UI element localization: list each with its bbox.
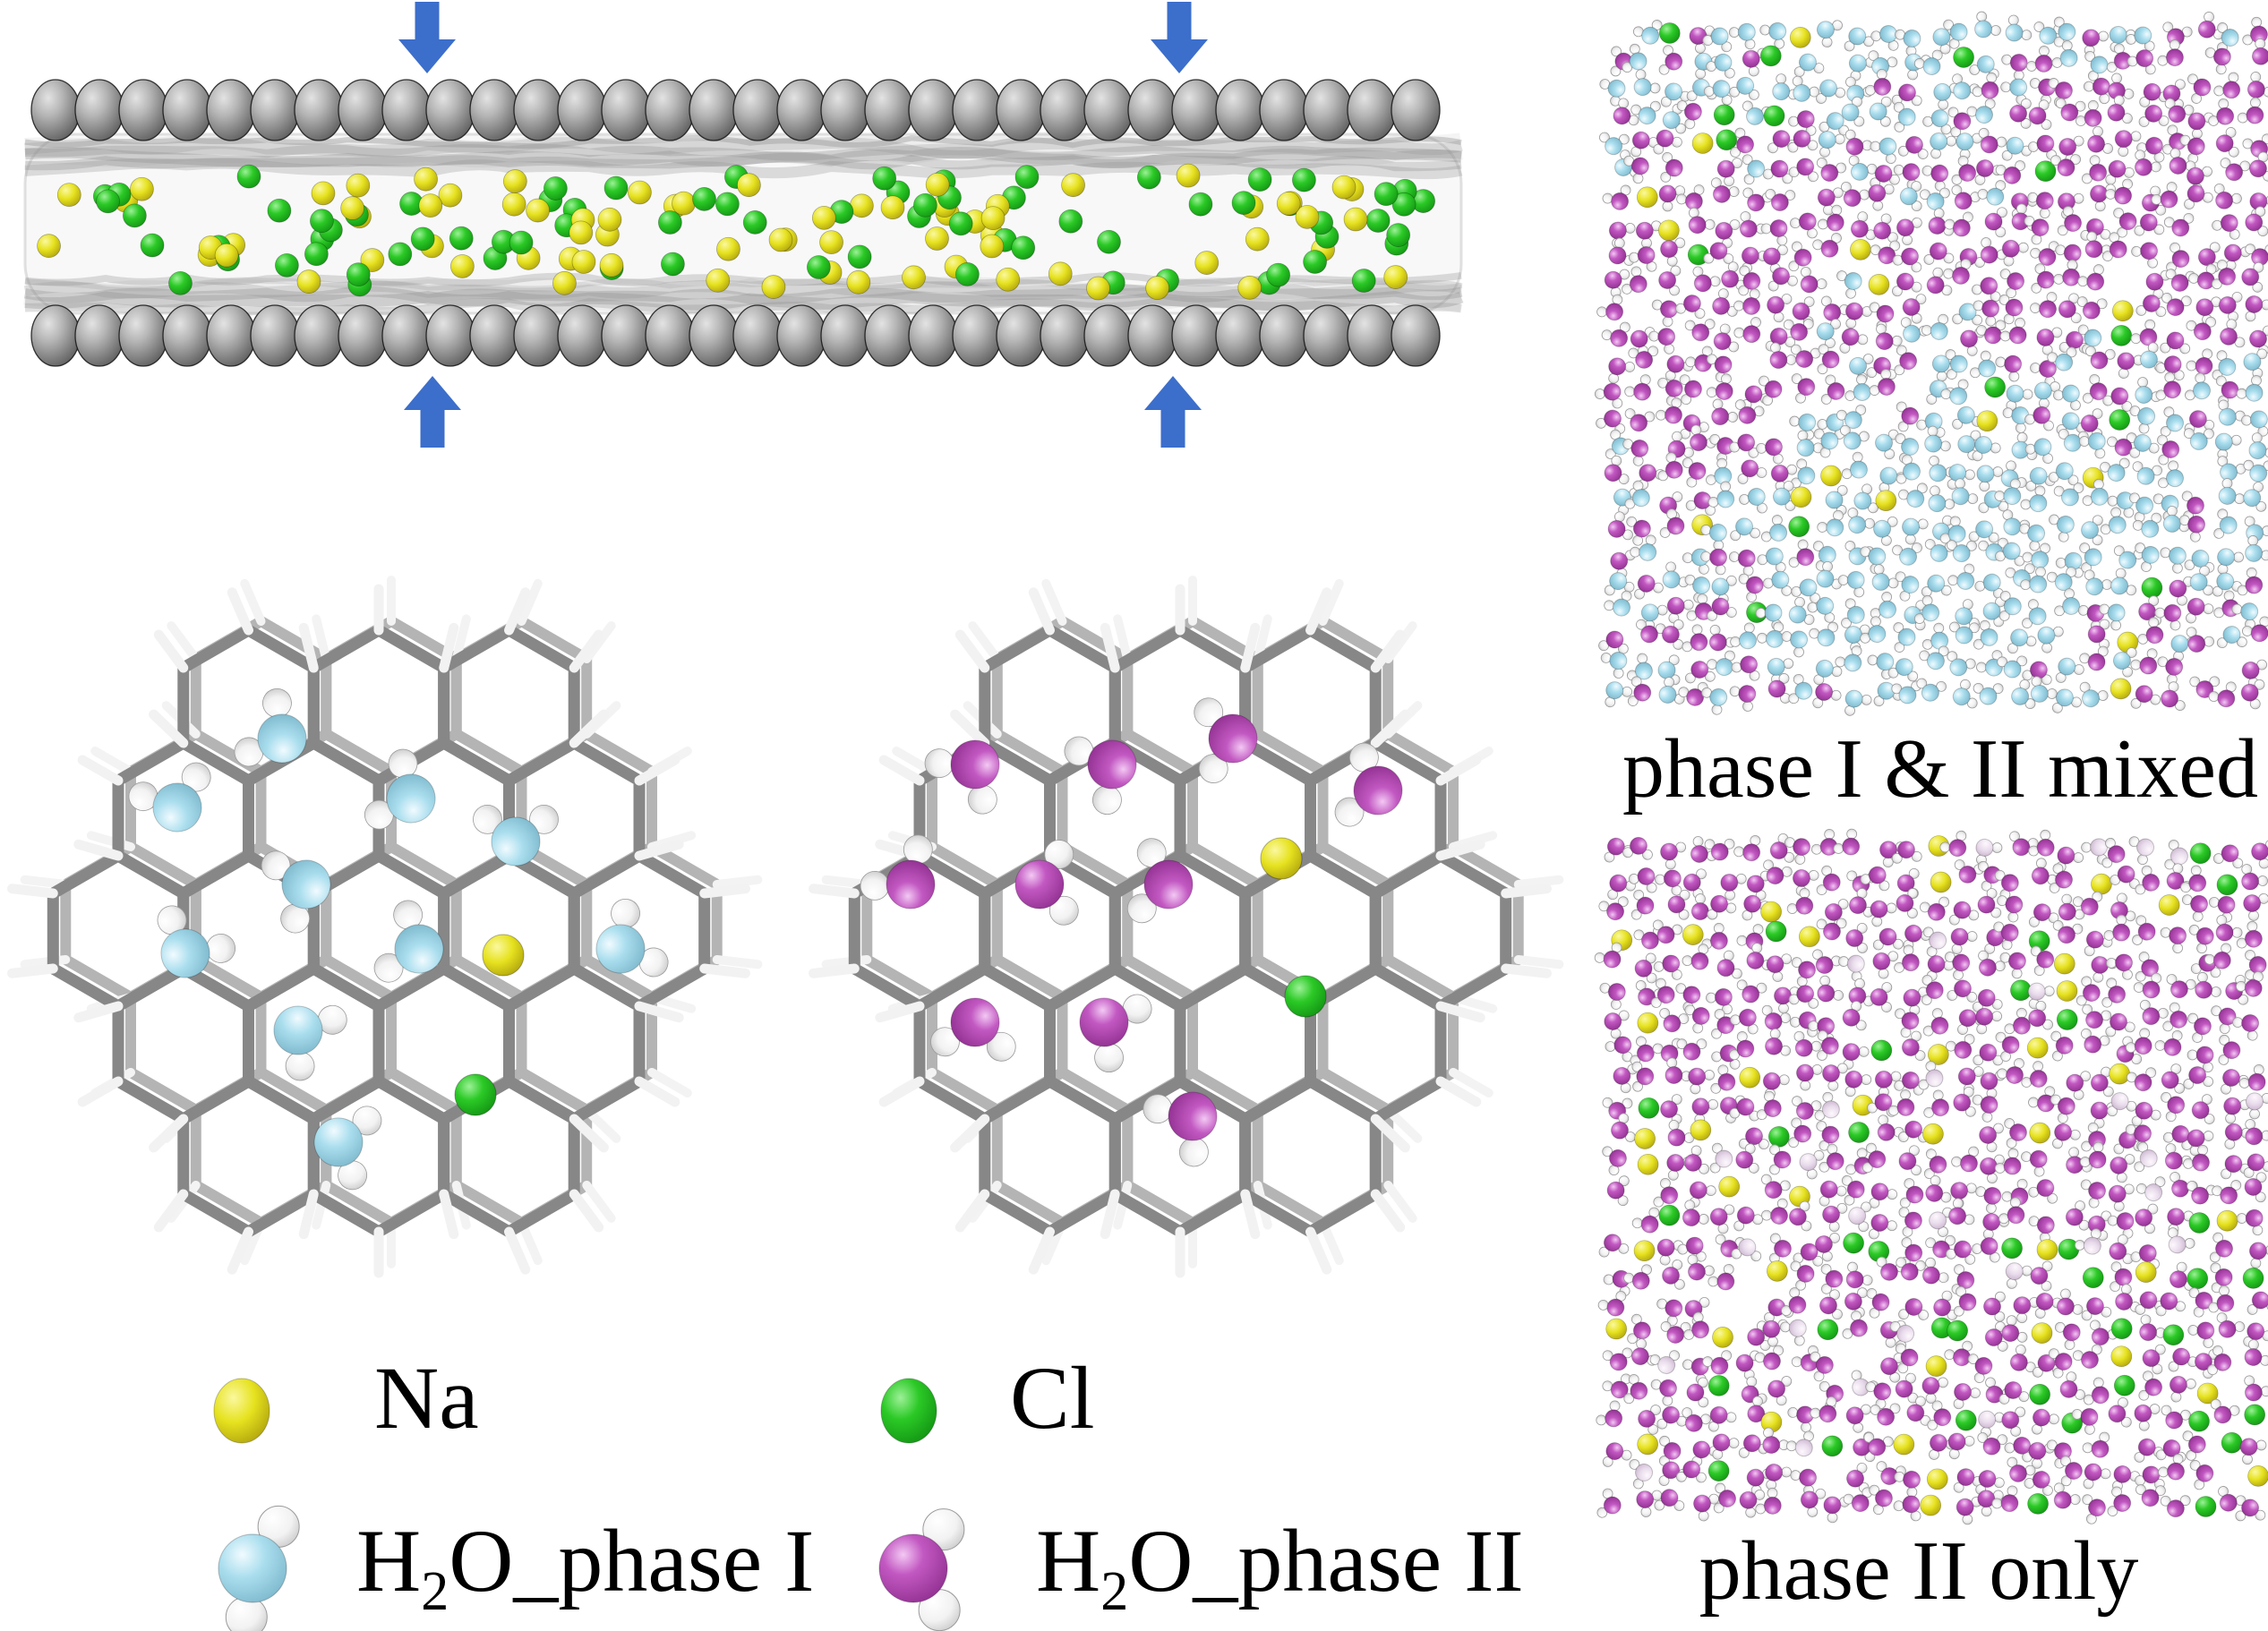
pressure-arrow-up (1144, 376, 1202, 448)
graphene-flake-phase-II (809, 576, 1564, 1278)
mixed-phase-panel (1591, 8, 2268, 720)
pressure-cell-panel (23, 2, 1464, 448)
legend-label-water-phase1: H2O_phase I (356, 1516, 814, 1622)
legend-cl-sphere (880, 1378, 937, 1444)
legend-markers (213, 1378, 965, 1631)
legend-water-phase1 (218, 1505, 300, 1631)
phase2-only-panel (1591, 825, 2268, 1528)
mixed-panel-label: phase I & II mixed (1622, 722, 2259, 816)
legend-label-na: Na (374, 1348, 479, 1447)
pressure-arrow-down (1151, 2, 1208, 73)
phase-panels (1591, 8, 2268, 1528)
w2-subscript: 2 (1100, 1561, 1129, 1622)
legend-water-phase2 (878, 1508, 965, 1631)
pressure-arrow-up (404, 376, 461, 448)
w1-subscript: 2 (421, 1561, 449, 1622)
pressure-arrow-down (398, 2, 456, 73)
w2-prefix: H (1036, 1511, 1101, 1610)
phase2-panel-label: phase II only (1699, 1524, 2139, 1618)
w1-suffix: O_phase I (449, 1511, 815, 1610)
legend-na-sphere (213, 1378, 270, 1444)
w2-suffix: O_phase II (1128, 1511, 1524, 1610)
legend-label-cl: Cl (1010, 1348, 1095, 1447)
graphene-flake-phase-I (7, 576, 763, 1278)
legend-label-water-phase2: H2O_phase II (1036, 1516, 1524, 1622)
w1-prefix: H (356, 1511, 422, 1610)
graphene-flakes (7, 576, 1564, 1278)
